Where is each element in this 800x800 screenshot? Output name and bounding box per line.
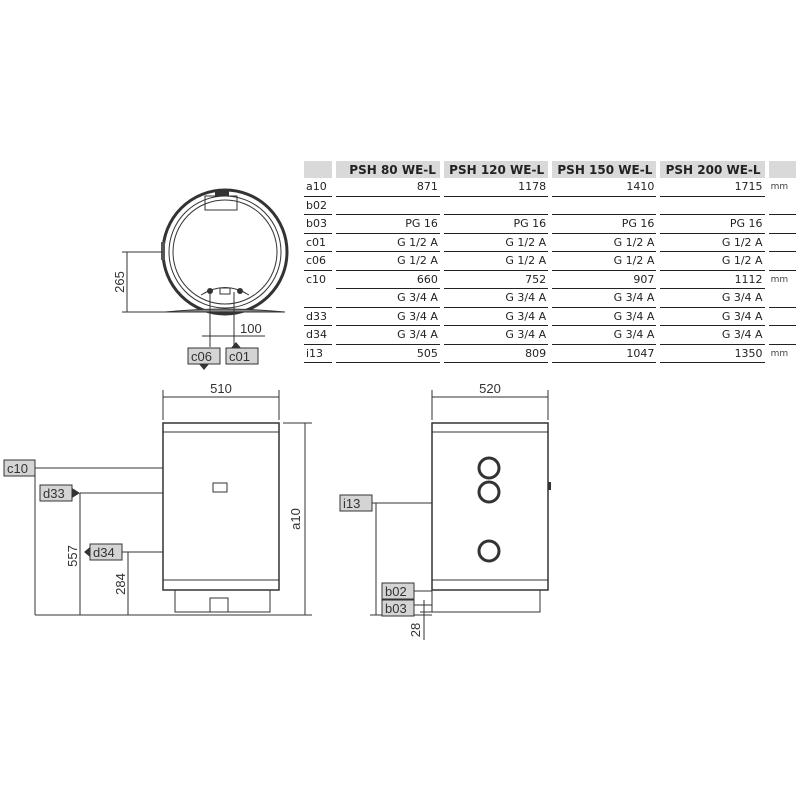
label-b03: b03: [385, 601, 407, 616]
table-cell: G 1/2 A: [443, 252, 549, 271]
unit-label: [768, 197, 796, 215]
table-cell: G 3/4 A: [660, 289, 765, 308]
table-cell: [660, 197, 765, 215]
row-label: c06: [304, 252, 332, 271]
dim-284: 284: [113, 573, 128, 595]
table-cell: G 3/4 A: [335, 289, 440, 308]
unit-label: [768, 252, 796, 271]
top-view: 265 100 c06 c01: [112, 188, 289, 370]
table-cell: G 3/4 A: [660, 308, 765, 326]
row-label: [304, 289, 332, 308]
side-view: 520 i13 b02 b03 28: [339, 381, 551, 640]
table-cell: G 3/4 A: [660, 326, 765, 345]
label-d33: d33: [43, 486, 65, 501]
row-label: i13: [304, 345, 332, 363]
label-c06: c06: [191, 349, 212, 364]
table-cell: G 1/2 A: [552, 234, 657, 252]
dim-557: 557: [65, 545, 80, 567]
row-label: d33: [304, 308, 332, 326]
unit-label: [768, 289, 796, 308]
table-cell: G 3/4 A: [443, 289, 549, 308]
table-cell: 871: [335, 178, 440, 197]
table-cell: G 3/4 A: [443, 308, 549, 326]
label-i13: i13: [343, 496, 360, 511]
column-header: PSH 200 WE-L: [660, 161, 765, 178]
unit-label: mm: [770, 182, 789, 193]
table-cell: PG 16: [335, 215, 440, 234]
unit-label: mm: [770, 348, 789, 359]
label-c10: c10: [7, 461, 28, 476]
table-cell: G 3/4 A: [552, 289, 657, 308]
table-cell: 809: [443, 345, 549, 363]
dim-265: 265: [112, 271, 127, 293]
table-cell: PG 16: [443, 215, 549, 234]
table-cell: G 3/4 A: [335, 326, 440, 345]
table-cell: G 1/2 A: [335, 252, 440, 271]
dim-510: 510: [210, 381, 232, 396]
table-cell: [335, 197, 440, 215]
front-view: 510 a10 c10 d33 557 d34 284: [3, 381, 312, 616]
unit-label: [768, 234, 796, 252]
unit-label: [768, 215, 796, 234]
row-label: b02: [304, 197, 332, 215]
table-row: b02: [304, 197, 796, 215]
table-cell: G 1/2 A: [552, 252, 657, 271]
table-cell: 1178: [443, 178, 549, 197]
dim-520: 520: [479, 381, 501, 396]
table-cell: G 3/4 A: [443, 326, 549, 345]
table-cell: G 1/2 A: [335, 234, 440, 252]
row-label: c10: [306, 273, 327, 287]
table-cell: 1410: [552, 178, 657, 197]
table-cell: 1715: [660, 178, 765, 197]
column-header: PSH 120 WE-L: [443, 161, 549, 178]
label-b02: b02: [385, 584, 407, 599]
table-cell: G 1/2 A: [443, 234, 549, 252]
row-label: c01: [304, 234, 332, 252]
table-cell: 660: [335, 271, 440, 289]
table-cell: G 3/4 A: [335, 308, 440, 326]
table-cell: G 1/2 A: [660, 252, 765, 271]
table-cell: G 3/4 A: [552, 308, 657, 326]
table-cell: 1112: [660, 271, 765, 289]
column-header: PSH 80 WE-L: [335, 161, 440, 178]
table-cell: [443, 197, 549, 215]
table-cell: 505: [335, 345, 440, 363]
row-label: b03: [304, 215, 332, 234]
unit-label: [768, 326, 796, 345]
table-header-row: PSH 80 WE-L PSH 120 WE-L PSH 150 WE-L PS…: [304, 161, 796, 178]
row-label: d34: [304, 326, 332, 345]
table-cell: PG 16: [552, 215, 657, 234]
table-cell: 1047: [552, 345, 657, 363]
dim-28: 28: [408, 623, 423, 637]
unit-label: [768, 308, 796, 326]
table-cell: PG 16: [660, 215, 765, 234]
dimensions-table: PSH 80 WE-L PSH 120 WE-L PSH 150 WE-L PS…: [300, 161, 800, 363]
row-label: a10: [304, 178, 332, 197]
dim-100: 100: [240, 321, 262, 336]
unit-label: mm: [770, 274, 789, 285]
dim-a10: a10: [288, 508, 303, 530]
table-cell: G 1/2 A: [660, 234, 765, 252]
label-c01: c01: [229, 349, 250, 364]
table-cell: [552, 197, 657, 215]
label-d34: d34: [93, 545, 115, 560]
column-header: PSH 150 WE-L: [552, 161, 657, 178]
table-cell: 907: [552, 271, 657, 289]
table-cell: G 3/4 A: [552, 326, 657, 345]
table-cell: 1350: [660, 345, 765, 363]
table-cell: 752: [443, 271, 549, 289]
